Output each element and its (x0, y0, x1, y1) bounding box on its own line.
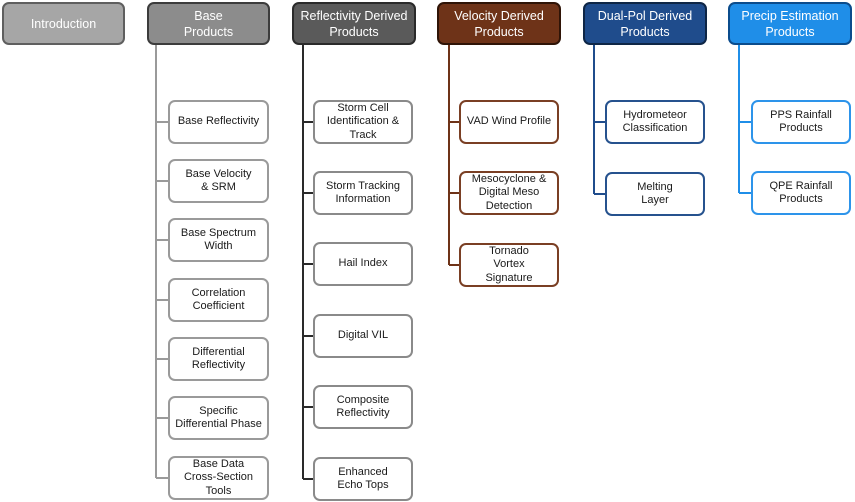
differential-reflectivity-item[interactable]: Differential Reflectivity (168, 337, 269, 381)
storm-cell-identification-item[interactable]: Storm Cell Identification & Track (313, 100, 413, 144)
base-velocity-srm-item[interactable]: Base Velocity & SRM (168, 159, 269, 203)
dualpol-derived-header[interactable]: Dual-Pol Derived Products (583, 2, 707, 45)
composite-reflectivity-item[interactable]: Composite Reflectivity (313, 385, 413, 429)
vad-wind-profile-item[interactable]: VAD Wind Profile (459, 100, 559, 144)
mesocyclone-detection-item[interactable]: Mesocyclone & Digital Meso Detection (459, 171, 559, 215)
velocity-derived-header[interactable]: Velocity Derived Products (437, 2, 561, 45)
hail-index-item[interactable]: Hail Index (313, 242, 413, 286)
base-spectrum-width-item[interactable]: Base Spectrum Width (168, 218, 269, 262)
storm-tracking-information-item[interactable]: Storm Tracking Information (313, 171, 413, 215)
specific-differential-phase-item[interactable]: Specific Differential Phase (168, 396, 269, 440)
qpe-rainfall-products-item[interactable]: QPE Rainfall Products (751, 171, 851, 215)
hydrometeor-classification-item[interactable]: Hydrometeor Classification (605, 100, 705, 144)
digital-vil-item[interactable]: Digital VIL (313, 314, 413, 358)
base-products-header[interactable]: Base Products (147, 2, 270, 45)
base-reflectivity-item[interactable]: Base Reflectivity (168, 100, 269, 144)
enhanced-echo-tops-item[interactable]: Enhanced Echo Tops (313, 457, 413, 501)
melting-layer-item[interactable]: Melting Layer (605, 172, 705, 216)
base-data-cross-section-item[interactable]: Base Data Cross-Section Tools (168, 456, 269, 500)
correlation-coefficient-item[interactable]: Correlation Coefficient (168, 278, 269, 322)
pps-rainfall-products-item[interactable]: PPS Rainfall Products (751, 100, 851, 144)
tornado-vortex-signature-item[interactable]: Tornado Vortex Signature (459, 243, 559, 287)
precip-estimation-header[interactable]: Precip Estimation Products (728, 2, 852, 45)
reflectivity-derived-header[interactable]: Reflectivity Derived Products (292, 2, 416, 45)
introduction-header[interactable]: Introduction (2, 2, 125, 45)
